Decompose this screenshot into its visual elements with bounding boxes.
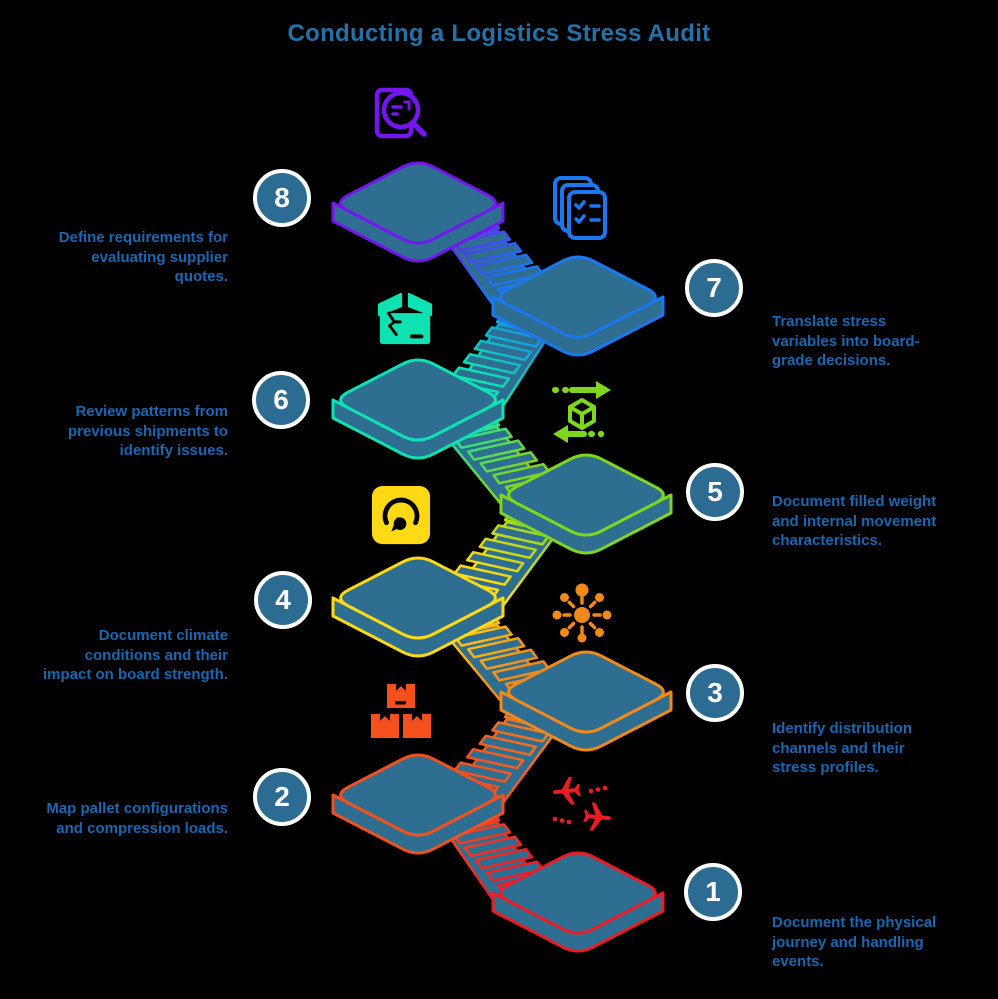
stair-tread	[474, 253, 534, 276]
platform-step-3	[499, 650, 673, 752]
platforms	[331, 161, 673, 953]
damaged-box-icon	[374, 287, 436, 349]
step-3-description: Identify distribution channels and their…	[772, 720, 912, 776]
page-title: Conducting a Logistics Stress Audit	[287, 20, 711, 47]
step-8-badge: 8	[253, 169, 311, 227]
stair-tread	[452, 823, 512, 845]
step-2-description: Map pallet configurations and compressio…	[46, 800, 228, 837]
step-7-number: 7	[706, 272, 722, 303]
step-1-description: Document the physical journey and handli…	[772, 914, 937, 970]
step-5-badge: 5	[686, 463, 744, 521]
stair-tread	[473, 339, 533, 362]
step-1-number: 1	[705, 876, 721, 907]
step-3-number: 3	[707, 677, 723, 708]
stair-tread	[462, 352, 522, 375]
platform-step-1	[491, 851, 665, 953]
airplanes-icon	[551, 777, 615, 835]
stair-tread	[484, 326, 544, 348]
stair-tread	[478, 537, 538, 560]
step-8-description: Define requirements for evaluating suppl…	[58, 229, 228, 285]
stair-tread	[465, 747, 525, 770]
step-8-number: 8	[274, 182, 290, 213]
stair-tread	[454, 625, 513, 647]
stair-tread	[466, 439, 526, 461]
step-5-description: Document filled weight and internal move…	[772, 493, 937, 549]
step-1-badge: 1	[684, 863, 742, 921]
climate-gauge-icon	[370, 484, 432, 546]
stair-tread	[491, 721, 550, 743]
step-6-description: Review patterns from previous shipments …	[67, 403, 228, 459]
platform-step-5	[499, 453, 673, 555]
stair-tread	[452, 230, 512, 252]
step-2-number: 2	[274, 781, 290, 812]
stair-tread	[478, 734, 538, 757]
stair-tread	[479, 451, 539, 473]
step-4-number: 4	[275, 584, 291, 615]
platform-step-7	[491, 255, 665, 357]
stair-tread	[463, 835, 523, 858]
distribution-hub-icon	[549, 579, 615, 645]
stair-tread	[454, 427, 513, 450]
step-7-badge: 7	[685, 259, 743, 317]
step-4-description: Document climate conditions and their im…	[43, 627, 229, 683]
stair-tread	[466, 636, 526, 659]
stair-tread	[474, 847, 534, 870]
platform-step-2	[331, 753, 505, 855]
stair-tread	[463, 241, 523, 264]
step-3-badge: 3	[686, 664, 744, 722]
search-document-icon	[367, 82, 433, 148]
step-6-badge: 6	[252, 371, 310, 429]
platform-step-8	[331, 161, 505, 263]
pallet-boxes-icon	[369, 684, 433, 742]
checklist-docs-icon	[551, 176, 615, 240]
step-2-badge: 2	[253, 768, 311, 826]
cube-movement-icon	[550, 380, 614, 444]
stair-tread	[491, 524, 550, 546]
step-4-badge: 4	[254, 571, 312, 629]
platform-step-4	[331, 556, 505, 658]
step-6-number: 6	[273, 384, 289, 415]
platform-step-6	[331, 358, 505, 460]
step-7-description: Translate stress variables into board-gr…	[772, 313, 920, 369]
stair-tread	[479, 648, 539, 671]
step-5-number: 5	[707, 476, 723, 507]
stair-tread	[465, 550, 525, 573]
